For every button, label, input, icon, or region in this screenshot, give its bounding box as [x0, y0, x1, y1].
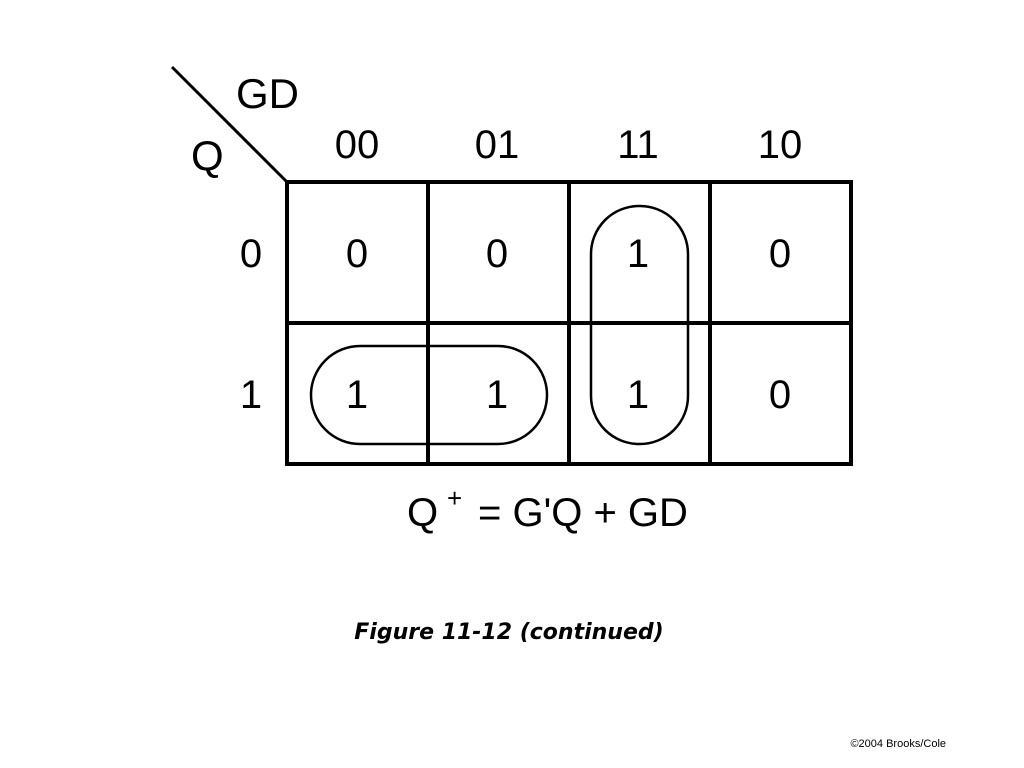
- copyright-notice: ©2004 Brooks/Cole: [850, 738, 946, 750]
- kmap-grid: [285, 180, 853, 466]
- column-header-10: 10: [758, 123, 803, 167]
- equation-superscript: +: [447, 483, 462, 513]
- cell-q1-gd11: 1: [627, 373, 649, 417]
- column-variable-label: GD: [236, 70, 299, 117]
- cell-q1-gd00: 1: [346, 373, 368, 417]
- cell-q0-gd10: 0: [769, 232, 791, 276]
- grouping-loop-horizontal: [309, 344, 549, 446]
- cell-q0-gd01: 0: [486, 232, 508, 276]
- equation-rhs: = G'Q + GD: [478, 491, 688, 535]
- cell-q1-gd10: 0: [769, 373, 791, 417]
- boolean-equation: Q + = G'Q + GD: [407, 483, 688, 535]
- cell-q0-gd11: 1: [627, 232, 649, 276]
- column-header-00: 00: [335, 123, 380, 167]
- cell-q0-gd00: 0: [346, 232, 368, 276]
- grouping-loop-vertical: [589, 204, 690, 446]
- row-header-1: 1: [240, 373, 262, 417]
- cell-q1-gd01: 1: [486, 373, 508, 417]
- row-header-0: 0: [240, 232, 262, 276]
- row-variable-label: Q: [191, 132, 224, 179]
- figure-caption: Figure 11-12 (continued): [354, 620, 664, 645]
- corner-diagonal: [170, 65, 289, 184]
- column-header-11: 11: [617, 123, 659, 167]
- equation-lhs: Q: [407, 491, 438, 535]
- column-header-01: 01: [475, 123, 520, 167]
